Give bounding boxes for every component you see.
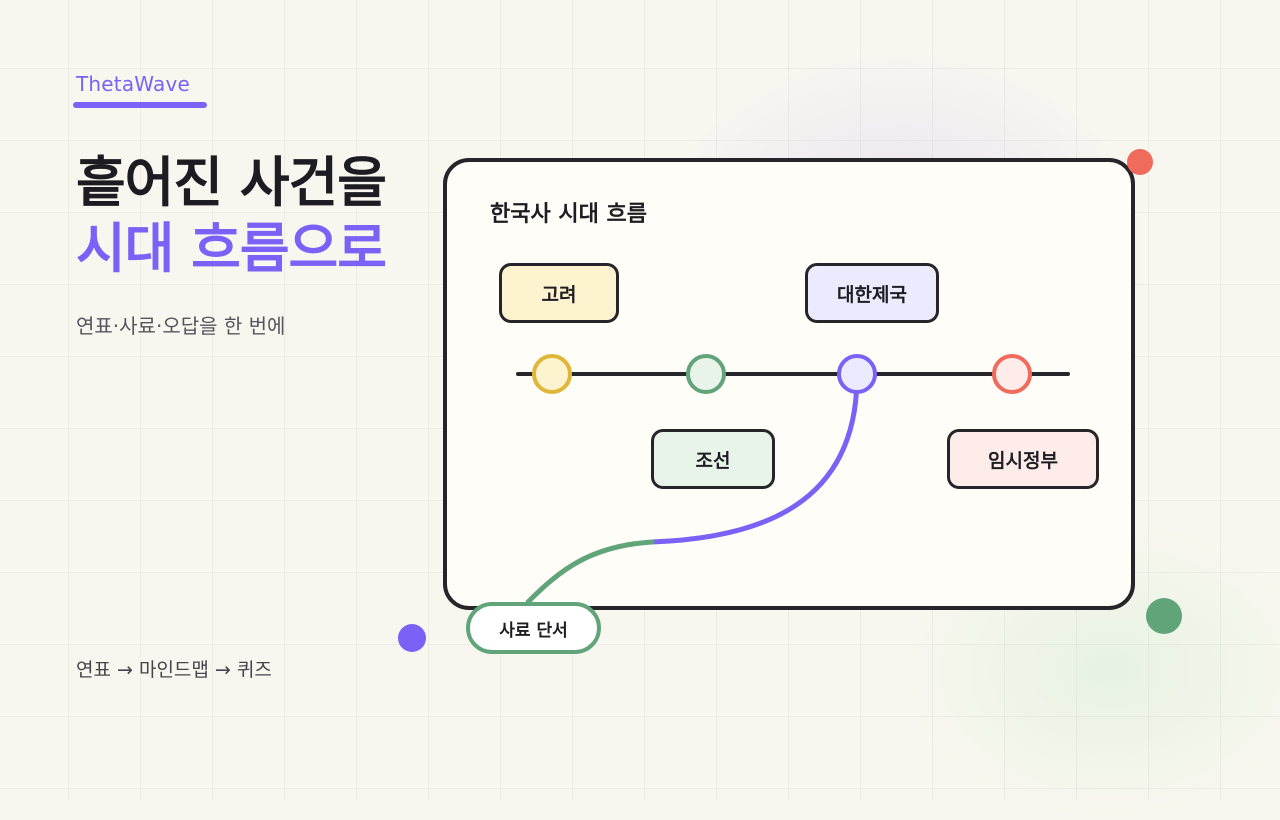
timeline-node-goryeo xyxy=(532,354,572,394)
decorative-dot-red xyxy=(1127,149,1153,175)
era-label-text: 대한제국 xyxy=(837,283,907,306)
timeline-card-title: 한국사 시대 흐름 xyxy=(490,202,647,227)
feature-flow: 연표 → 마인드맵 → 퀴즈 xyxy=(76,659,272,681)
source-clue-pill[interactable]: 사료 단서 xyxy=(466,602,601,654)
headline: 흩어진 사건을 시대 흐름으로 xyxy=(76,150,387,282)
timeline-node-provisional-government xyxy=(992,354,1032,394)
era-label-joseon[interactable]: 조선 xyxy=(651,429,775,489)
era-label-text: 조선 xyxy=(695,449,731,472)
connector-curve-green xyxy=(525,539,655,605)
source-clue-label: 사료 단서 xyxy=(499,620,568,641)
headline-line-1: 흩어진 사건을 xyxy=(76,151,387,214)
timeline-node-joseon xyxy=(686,354,726,394)
era-label-daehan-empire[interactable]: 대한제국 xyxy=(805,263,939,323)
timeline-graphic xyxy=(516,354,1070,605)
connector-curve-purple xyxy=(649,373,860,545)
decorative-dot-green xyxy=(1146,598,1182,634)
brand-name: ThetaWave xyxy=(76,72,190,96)
era-label-goryeo[interactable]: 고려 xyxy=(499,263,619,323)
brand-underline xyxy=(73,102,207,108)
decorative-dot-purple xyxy=(398,624,426,652)
subtitle: 연표·사료·오답을 한 번에 xyxy=(76,314,286,338)
timeline-node-daehan-empire xyxy=(837,354,877,394)
era-label-text: 임시정부 xyxy=(988,449,1058,472)
era-label-provisional-government[interactable]: 임시정부 xyxy=(947,429,1099,489)
era-label-text: 고려 xyxy=(541,283,577,306)
headline-line-2: 시대 흐름으로 xyxy=(76,217,387,280)
